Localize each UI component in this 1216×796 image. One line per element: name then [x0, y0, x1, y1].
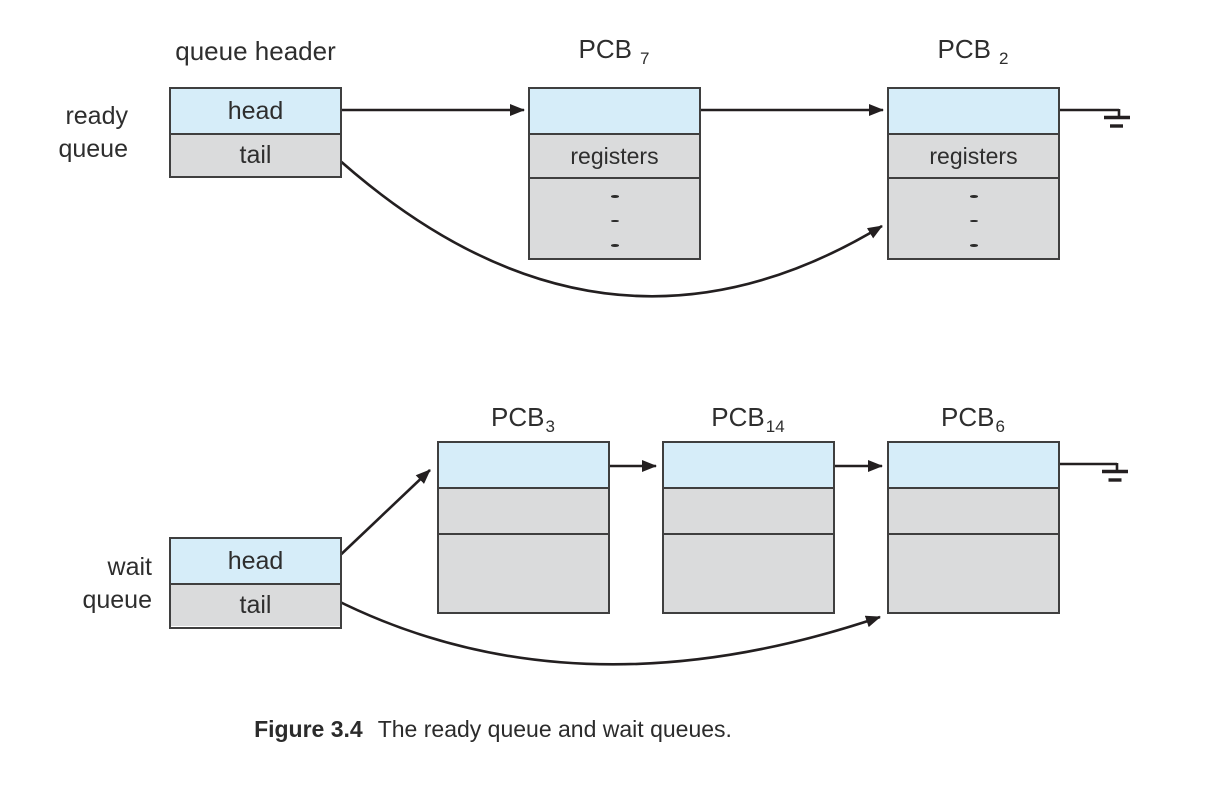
pcb3-body-cell [439, 533, 608, 612]
arrow-ready-tail-to-pcb2 [326, 148, 883, 298]
queue-header-title: queue header [175, 36, 336, 66]
pcb6-subscript: 6 [995, 417, 1005, 436]
figure-caption-text: The ready queue and wait queues. [377, 716, 732, 742]
pcb2-registers-cell: registers [889, 133, 1058, 177]
pcb6-name: PCB [941, 402, 995, 432]
ready-head-label: head [227, 96, 284, 125]
wait-queue-label: wait queue [32, 551, 152, 617]
pcb7-name: PCB [578, 34, 632, 64]
pcb3-mid-cell [439, 487, 608, 533]
pcb6-mid-cell [889, 487, 1058, 533]
pcb7-registers-cell: registers [530, 133, 699, 177]
pcb2-registers-label: registers [929, 142, 1018, 169]
pcb14-label: PCB14 [648, 402, 848, 436]
vertical-ellipsis-icon [969, 219, 978, 223]
pcb3-box [437, 441, 610, 614]
ready-head-cell: head [171, 89, 340, 133]
figure-caption: Figure 3.4 The ready queue and wait queue… [0, 716, 986, 743]
ready-queue-label: ready queue [8, 100, 128, 166]
ready-tail-label: tail [239, 141, 272, 169]
pcb6-link-cell [889, 443, 1058, 487]
pcb2-label: PCB 2 [873, 34, 1073, 68]
pcb3-name: PCB [491, 402, 545, 432]
pcb3-subscript: 3 [545, 417, 555, 436]
null-terminator-icon-top [1104, 109, 1130, 128]
pcb6-body-cell [889, 533, 1058, 612]
pcb7-subscript: 7 [640, 49, 650, 68]
wait-queue-label-line1: wait [107, 553, 152, 581]
pcb6-label: PCB6 [873, 402, 1073, 436]
pcb2-subscript: 2 [999, 49, 1009, 68]
null-terminator-icon-bottom [1102, 463, 1128, 482]
wait-head-label: head [227, 546, 284, 575]
ready-tail-cell: tail [171, 133, 340, 176]
ready-queue-label-line2: queue [58, 135, 128, 163]
pcb2-box: registers [887, 87, 1060, 260]
wait-tail-cell: tail [171, 583, 340, 626]
pcb14-mid-cell [664, 487, 833, 533]
wait-head-cell: head [171, 539, 340, 583]
vertical-ellipsis-icon [610, 244, 619, 248]
pcb7-box: registers [528, 87, 701, 260]
pcb3-label: PCB3 [423, 402, 623, 436]
pcb14-name: PCB [711, 402, 765, 432]
pcb14-link-cell [664, 443, 833, 487]
pcb7-body-cell [530, 177, 699, 258]
pcb2-link-cell [889, 89, 1058, 133]
pcb6-box [887, 441, 1060, 614]
figure-caption-label: Figure 3.4 [254, 716, 363, 742]
vertical-ellipsis-icon [610, 195, 619, 198]
pcb14-box [662, 441, 835, 614]
wait-tail-label: tail [239, 591, 272, 619]
ready-queue-header-box: head tail [169, 87, 342, 178]
vertical-ellipsis-icon [610, 219, 619, 223]
pcb14-body-cell [664, 533, 833, 612]
wait-queue-label-line2: queue [82, 586, 152, 614]
ready-queue-label-line1: ready [65, 102, 128, 130]
pcb7-registers-label: registers [570, 142, 659, 169]
arrow-wait-tail-to-pcb6 [333, 597, 881, 666]
wait-queue-header-box: head tail [169, 537, 342, 629]
pcb14-subscript: 14 [765, 417, 785, 436]
vertical-ellipsis-icon [969, 244, 978, 248]
pcb2-name: PCB [937, 34, 991, 64]
arrow-wait-head-to-pcb3 [332, 469, 431, 563]
vertical-ellipsis-icon [969, 195, 978, 198]
pcb3-link-cell [439, 443, 608, 487]
pcb7-link-cell [530, 89, 699, 133]
pcb7-label: PCB 7 [514, 34, 714, 68]
pcb2-body-cell [889, 177, 1058, 258]
